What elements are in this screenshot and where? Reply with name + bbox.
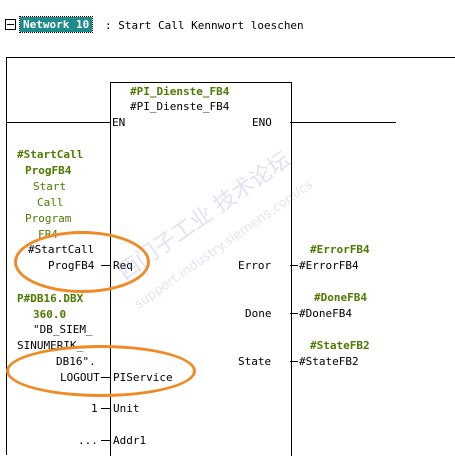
eno-wire (290, 122, 396, 123)
req-desc-3: Program (25, 212, 72, 225)
piservice-desc-1: "DB_SIEM_ (33, 323, 93, 336)
en-wire (7, 122, 110, 123)
state-actual[interactable]: #StateFB2 (299, 355, 359, 368)
done-comment: #DoneFB4 (314, 291, 367, 304)
error-actual[interactable]: #ErrorFB4 (299, 259, 359, 272)
state-comment: #StateFB2 (310, 339, 370, 352)
block-instance-name[interactable]: #PI_Dienste_FB4 (130, 100, 230, 113)
error-comment: #ErrorFB4 (310, 243, 370, 256)
done-wire (290, 313, 298, 314)
block-instance-comment: #PI_Dienste_FB4 (130, 85, 230, 98)
req-desc-1: Start (33, 180, 67, 193)
unit-actual[interactable]: 1 (91, 402, 98, 415)
state-wire (290, 361, 298, 362)
addr1-actual[interactable]: ... (78, 434, 98, 447)
req-desc-2: Call (37, 196, 64, 209)
network-title[interactable]: Network 10 (18, 16, 94, 33)
error-wire (290, 265, 298, 266)
pin-error: Error (238, 259, 272, 272)
network-description: : Start Call Kennwort loeschen (105, 19, 304, 32)
pin-en: EN (112, 116, 126, 129)
req-symbol-comment-1: #StartCall (17, 148, 84, 161)
req-symbol-comment-2: ProgFB4 (25, 164, 72, 177)
pin-addr1: Addr1 (113, 434, 147, 447)
annotation-circle-req (14, 231, 150, 293)
unit-wire (101, 408, 110, 409)
annotation-circle-piservice (6, 345, 196, 397)
piservice-comment-2: 360.0 (33, 308, 67, 321)
done-actual[interactable]: #DoneFB4 (299, 307, 352, 320)
pin-state: State (238, 355, 272, 368)
pin-unit: Unit (113, 402, 140, 415)
power-rail (6, 58, 7, 455)
pin-done: Done (245, 307, 272, 320)
collapse-toggle-icon[interactable] (5, 19, 16, 30)
piservice-comment-1: P#DB16.DBX (17, 292, 84, 305)
addr1-wire (101, 440, 110, 441)
pin-eno: ENO (252, 116, 272, 129)
network-frame (6, 57, 455, 58)
